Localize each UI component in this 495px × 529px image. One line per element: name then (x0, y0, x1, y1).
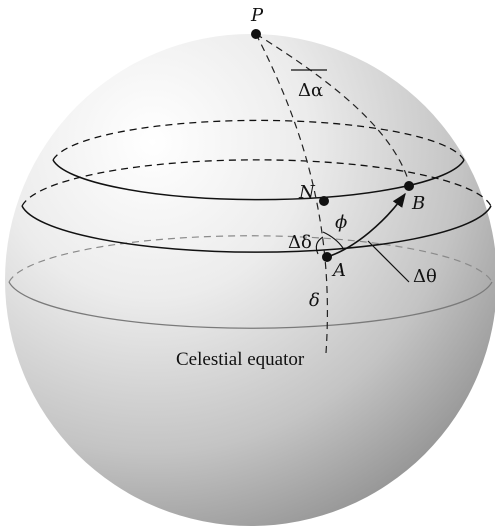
latitude-circle-lower-front (21, 205, 492, 253)
meridian-b (255, 33, 411, 187)
meridian-a (255, 33, 329, 354)
point-n-dot (319, 196, 329, 206)
phi-angle-arc (322, 231, 344, 249)
point-p-dot (251, 29, 261, 39)
delta-theta-leader (367, 240, 410, 283)
celestial-sphere (5, 34, 495, 526)
latitude-circle-upper-front (52, 159, 465, 201)
label-delta-alpha: Δα (298, 80, 323, 101)
point-b-dot (404, 181, 414, 191)
label-delta-theta: Δθ (413, 266, 437, 287)
latitude-circle-lower-back (21, 159, 492, 207)
label-phi: ϕ (335, 212, 347, 233)
great-circle-arc-ab (326, 192, 406, 258)
label-delta-delta: Δδ (288, 232, 312, 253)
caption-celestial-equator: Celestial equator (176, 349, 305, 370)
label-n: N (298, 182, 316, 203)
label-delta: δ (309, 290, 320, 311)
delta-delta-angle-arc (315, 236, 324, 255)
equator-front-arc (8, 281, 493, 329)
point-a-dot (322, 252, 332, 262)
label-p: P (250, 5, 264, 26)
label-b: B (411, 193, 425, 214)
equator-back-arc (8, 235, 493, 283)
label-a: A (331, 260, 346, 281)
latitude-circle-upper-back (52, 119, 465, 161)
